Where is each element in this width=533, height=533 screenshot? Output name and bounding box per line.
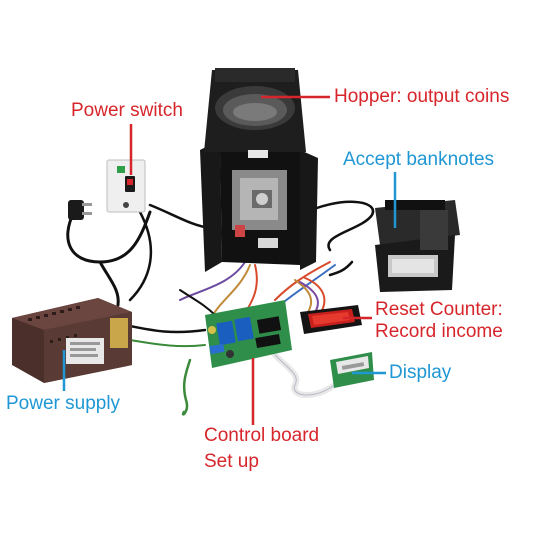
accept-banknotes-label: Accept banknotes: [343, 149, 495, 170]
display-illustration: [330, 352, 374, 388]
display-label: Display: [389, 362, 452, 383]
reset-counter-label-line1: Reset Counter:: [375, 299, 503, 320]
control-board-illustration: [205, 300, 292, 368]
power-switch-illustration: [106, 159, 146, 213]
bill-acceptor-illustration: [375, 200, 460, 292]
hopper-illustration: [200, 68, 318, 272]
reset-counter-illustration: [300, 305, 362, 334]
hopper-label: Hopper: output coins: [334, 86, 510, 107]
reset-counter-label-line2: Record income: [375, 321, 503, 342]
power-switch-label: Power switch: [71, 100, 183, 121]
power-plug-illustration: [68, 200, 92, 220]
control-board-label-line2: Set up: [204, 451, 259, 472]
callout-lines: [62, 95, 397, 425]
power-supply-illustration: [12, 298, 132, 383]
control-board-label-line1: Control board: [204, 425, 320, 446]
power-supply-label: Power supply: [6, 393, 121, 414]
